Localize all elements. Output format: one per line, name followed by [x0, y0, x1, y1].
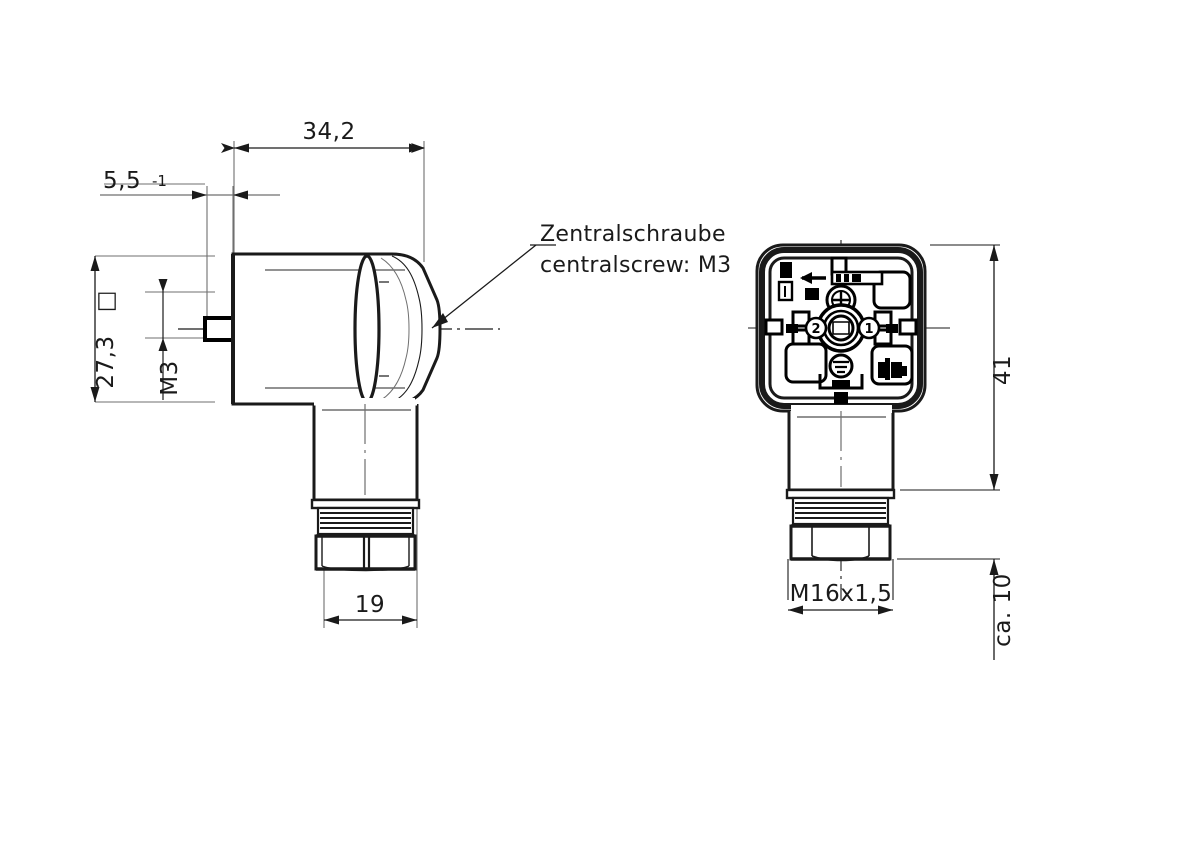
front-face-view: 2 1 — [748, 240, 1016, 660]
dimension-screw-protrusion: 5,5 -1 — [100, 168, 280, 200]
terminal-2: 2 — [786, 310, 828, 346]
central-screw-note: Zentralschraube centralscrew: M3 — [431, 222, 731, 329]
dim-label-square-symbol: □ — [93, 290, 119, 312]
dim-label-tolerance: -1 — [152, 172, 167, 190]
cable-neck-front — [787, 405, 895, 492]
dim-label-27-3: 27,3 — [93, 335, 119, 388]
dimension-overall-length: 34,2 — [221, 119, 425, 153]
terminal-label-1: 1 — [864, 322, 873, 337]
arrow-mark — [800, 272, 826, 300]
cable-neck-side — [312, 398, 419, 502]
note-central-screw-de: Zentralschraube — [540, 222, 726, 247]
terminal-ground — [818, 353, 864, 390]
thread-lines — [320, 512, 411, 529]
dim-label-m3: M3 — [157, 360, 183, 395]
dim-label-41: 41 — [990, 355, 1016, 385]
note-central-screw-en: centralscrew: M3 — [540, 253, 731, 278]
gland-hexnut-front — [789, 524, 892, 562]
dimension-gland-width: 19 — [324, 592, 417, 625]
face-interior: 2 1 — [764, 256, 918, 404]
gland-hexnut-side — [314, 534, 417, 572]
dim-label-5-5: 5,5 — [103, 168, 141, 194]
terminal-1: 1 — [857, 310, 898, 346]
connector-body-side — [231, 252, 442, 406]
dim-label-ca-10: ca. 10 — [990, 573, 1016, 647]
marking-top-left — [777, 262, 794, 302]
logo-mark — [878, 358, 907, 380]
dim-label-19: 19 — [355, 592, 385, 618]
rating-strip — [830, 270, 884, 286]
dimension-face-height: 41 — [989, 245, 1016, 490]
dimension-cable-exit: ca. 10 — [989, 559, 1016, 660]
central-screw-stub — [203, 316, 237, 342]
gland-thread-front — [785, 488, 896, 526]
side-view: 34,2 5,5 -1 □ 27,3 M3 — [90, 119, 731, 628]
gland-thread-side — [310, 498, 421, 536]
dimension-m3-thread: M3 — [157, 279, 183, 400]
dim-label-m16: M16x1,5 — [790, 581, 893, 607]
terminal-label-2: 2 — [811, 322, 820, 337]
witness-lines-left — [95, 141, 425, 628]
dimension-cable-thread: M16x1,5 — [788, 581, 893, 615]
dim-label-34-2: 34,2 — [302, 119, 355, 145]
central-screw-boss — [816, 303, 866, 353]
witness-lines-right — [787, 244, 1000, 600]
dimension-square-width: □ 27,3 — [90, 256, 119, 402]
